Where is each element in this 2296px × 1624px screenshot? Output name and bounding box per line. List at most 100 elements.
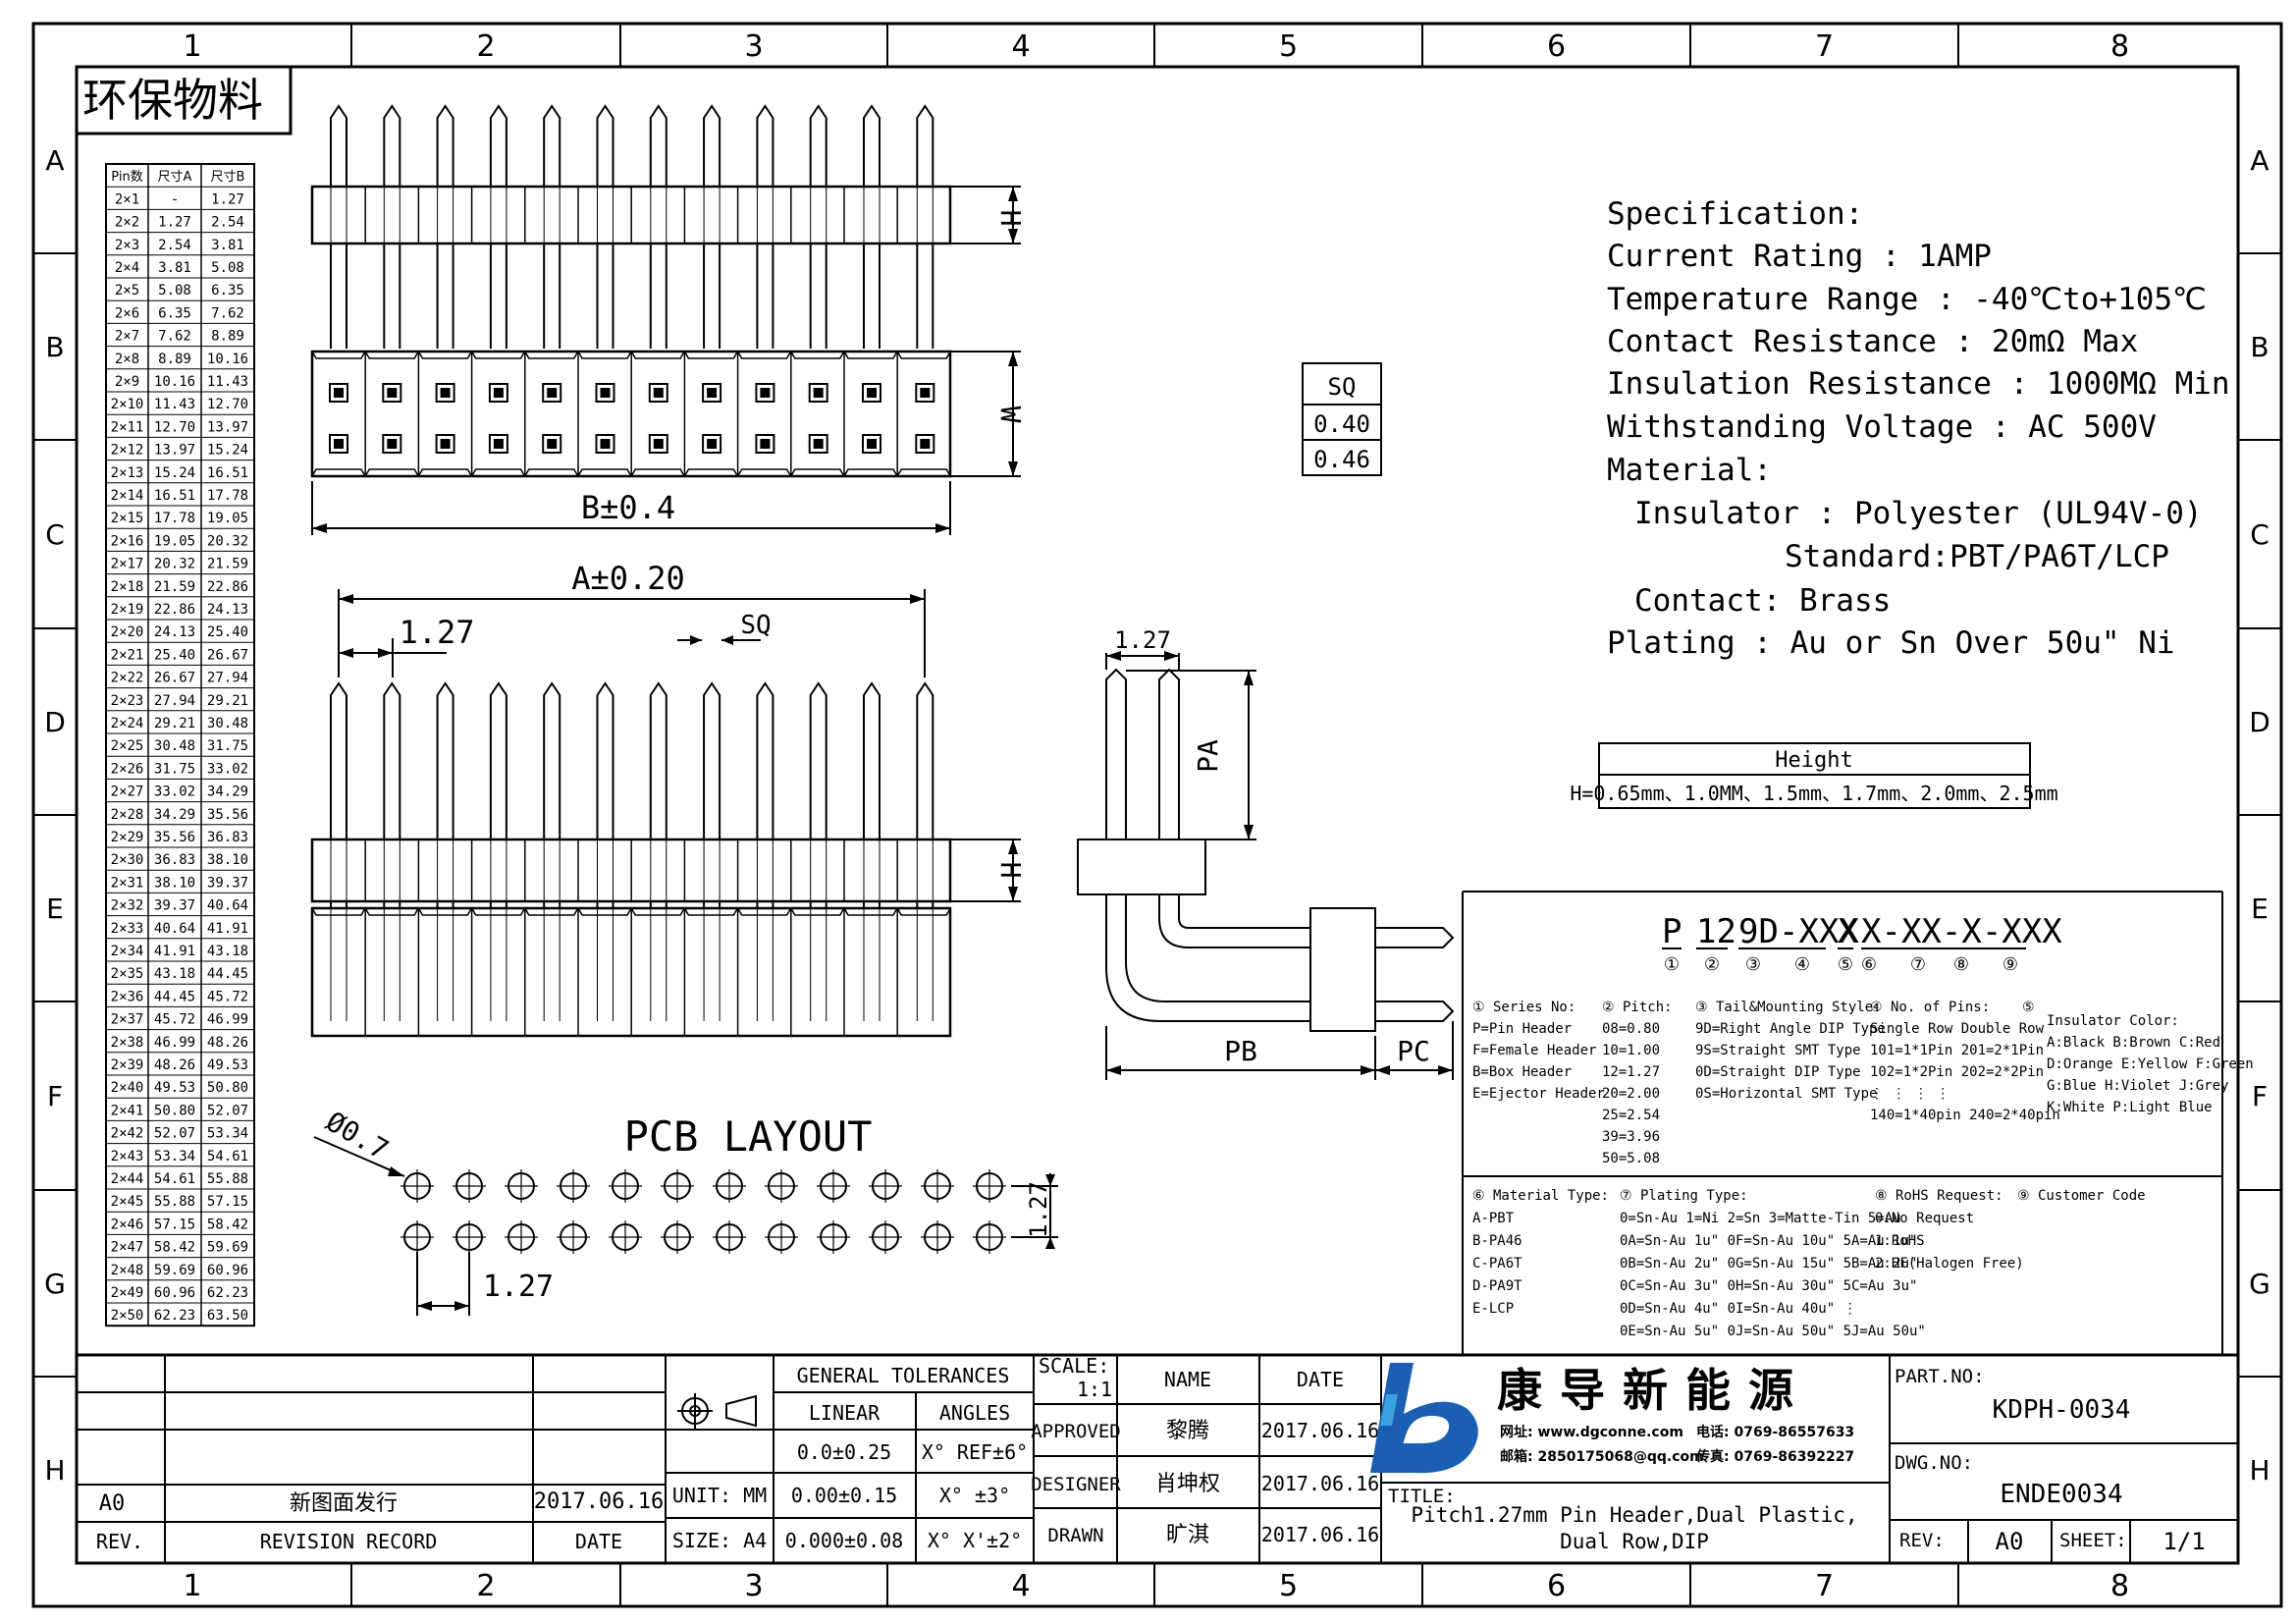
legend-line: 0S=Horizontal SMT Type <box>1695 1086 1877 1102</box>
housing-chamfer <box>736 907 792 916</box>
legend-line: ⑦ Plating Type: <box>1620 1188 1748 1204</box>
legend-line: ⑤ <box>2022 1000 2035 1015</box>
spec-line: Standard:PBT/PA6T/LCP <box>1785 539 2169 574</box>
part-code-marker: ② <box>1704 954 1720 975</box>
specification: Specification: Current Rating : 1AMP Tem… <box>1607 196 2230 661</box>
dim-pa: PA <box>1192 739 1224 773</box>
table-cell: 62.23 <box>154 1308 195 1324</box>
part-code-marker: ⑤ <box>1838 954 1853 975</box>
table-cell: 30.48 <box>207 716 248 731</box>
pin-square-core <box>653 388 664 398</box>
table-cell: 30.48 <box>154 738 195 754</box>
table-cell: 2×40 <box>111 1080 144 1096</box>
zone-row-label: G <box>44 1268 66 1300</box>
spec-line: Withstanding Voltage : AC 500V <box>1607 409 2157 445</box>
table-cell: 2×6 <box>115 305 139 321</box>
legend-line: ③ Tail&Mounting Style: <box>1695 1000 1882 1015</box>
housing-chamfer <box>311 351 366 477</box>
zone-row-label: A <box>2250 144 2269 177</box>
pin <box>703 681 721 1036</box>
pin-square-core <box>440 439 451 449</box>
revision-record-header: REVISION RECORD <box>260 1530 438 1553</box>
legend-line: 0E=Sn-Au 5u" 0J=Sn-Au 50u" 5J=Au 50u" <box>1620 1324 1926 1339</box>
table-cell: 49.53 <box>154 1080 195 1096</box>
legend-line: K:White P:Light Blue <box>2047 1100 2213 1115</box>
table-cell: 5.08 <box>158 283 191 298</box>
table-cell: 36.83 <box>154 852 195 868</box>
spec-line: Specification: <box>1607 196 1863 232</box>
table-cell: 54.61 <box>154 1171 195 1187</box>
legend-line: Insulator Color: <box>2047 1013 2179 1029</box>
pin-square <box>915 434 935 454</box>
tol-linear: 0.000±0.08 <box>785 1529 903 1552</box>
table-cell: 15.24 <box>207 443 248 459</box>
unit-label: UNIT: MM <box>672 1484 767 1507</box>
pin-square <box>488 434 508 454</box>
company-logo-icon <box>1370 1363 1478 1474</box>
company-website: 网址: www.dgconne.com <box>1500 1424 1683 1440</box>
pcb-layout-title: PCB LAYOUT <box>624 1112 873 1161</box>
height-table-value: H=0.65mm、1.0MM、1.5mm、1.7mm、2.0mm、2.5mm <box>1570 782 2057 805</box>
size-label: SIZE: A4 <box>672 1529 767 1552</box>
table-cell: 33.02 <box>207 761 248 777</box>
legend-line: B-PA46 <box>1472 1233 1522 1249</box>
pin-square-core <box>493 439 504 449</box>
pin-square <box>808 383 828 403</box>
legend-line: 10=1.00 <box>1602 1043 1660 1058</box>
zone-row-label: D <box>44 706 66 738</box>
table-cell: 49.53 <box>207 1057 248 1073</box>
table-cell: 2×42 <box>111 1126 144 1142</box>
pin-square-core <box>547 439 558 449</box>
table-cell: 35.56 <box>207 807 248 823</box>
pin-hidden <box>330 839 347 1021</box>
housing-chamfer <box>470 351 526 477</box>
legend-line: 101=1*1Pin 201=2*1Pin <box>1870 1043 2044 1058</box>
legend-line: P=Pin Header <box>1472 1021 1572 1037</box>
table-cell: 57.15 <box>154 1217 195 1232</box>
table-cell: 57.15 <box>207 1194 248 1210</box>
part-code-segment: 12 <box>1696 912 1736 951</box>
pin-square-core <box>653 439 664 449</box>
approved-label: APPROVED <box>1031 1421 1121 1442</box>
table-cell: 40.64 <box>207 898 248 914</box>
table-cell: 2×27 <box>111 785 144 800</box>
legend-line: 2:HF(Halogen Free) <box>1875 1256 2024 1272</box>
table-cell: 6.35 <box>158 305 191 321</box>
height-table-header: Height <box>1775 748 1852 773</box>
pin-hidden <box>863 839 881 1021</box>
legend-line: C-PA6T <box>1472 1256 1522 1272</box>
part-no-value: KDPH-0034 <box>1993 1395 2131 1425</box>
table-cell: 17.78 <box>154 511 195 526</box>
housing-chamfer <box>364 351 419 477</box>
pin <box>809 681 828 1036</box>
table-cell: 2×30 <box>111 852 144 868</box>
zone-row-label: E <box>2251 893 2269 925</box>
table-cell: 2×13 <box>111 465 144 481</box>
angles-label: ANGLES <box>939 1401 1010 1425</box>
legend-line: ② Pitch: <box>1602 1000 1673 1015</box>
table-cell: 2×39 <box>111 1057 144 1073</box>
table-header: 尺寸A <box>158 170 192 185</box>
spec-line: Insulator : Polyester (UL94V-0) <box>1634 496 2203 531</box>
pin-square-core <box>387 439 398 449</box>
table-cell: 46.99 <box>207 1012 248 1028</box>
designer-date: 2017.06.16 <box>1261 1472 1379 1495</box>
zone-row-label: H <box>44 1454 65 1487</box>
company-name: 康导新能源 <box>1497 1364 1811 1417</box>
designer-label: DESIGNER <box>1031 1474 1121 1495</box>
zone-row-label: F <box>47 1080 63 1112</box>
dim-side-pitch: 1.27 <box>1114 626 1171 654</box>
table-cell: 2×50 <box>111 1308 144 1324</box>
zone-row-label: G <box>2249 1268 2270 1300</box>
table-cell: 2×43 <box>111 1149 144 1164</box>
pin-square <box>862 383 881 403</box>
table-cell: 2×22 <box>111 671 144 686</box>
table-cell: 6.35 <box>211 283 244 298</box>
pin-square-core <box>760 388 771 398</box>
spec-line: Contact Resistance : 20mΩ Max <box>1607 324 2138 359</box>
table-cell: 44.45 <box>207 966 248 982</box>
table-cell: 2×49 <box>111 1285 144 1301</box>
housing-chamfer <box>896 351 951 477</box>
table-cell: 38.10 <box>154 875 195 891</box>
legend-line: 9S=Straight SMT Type <box>1695 1043 1861 1058</box>
